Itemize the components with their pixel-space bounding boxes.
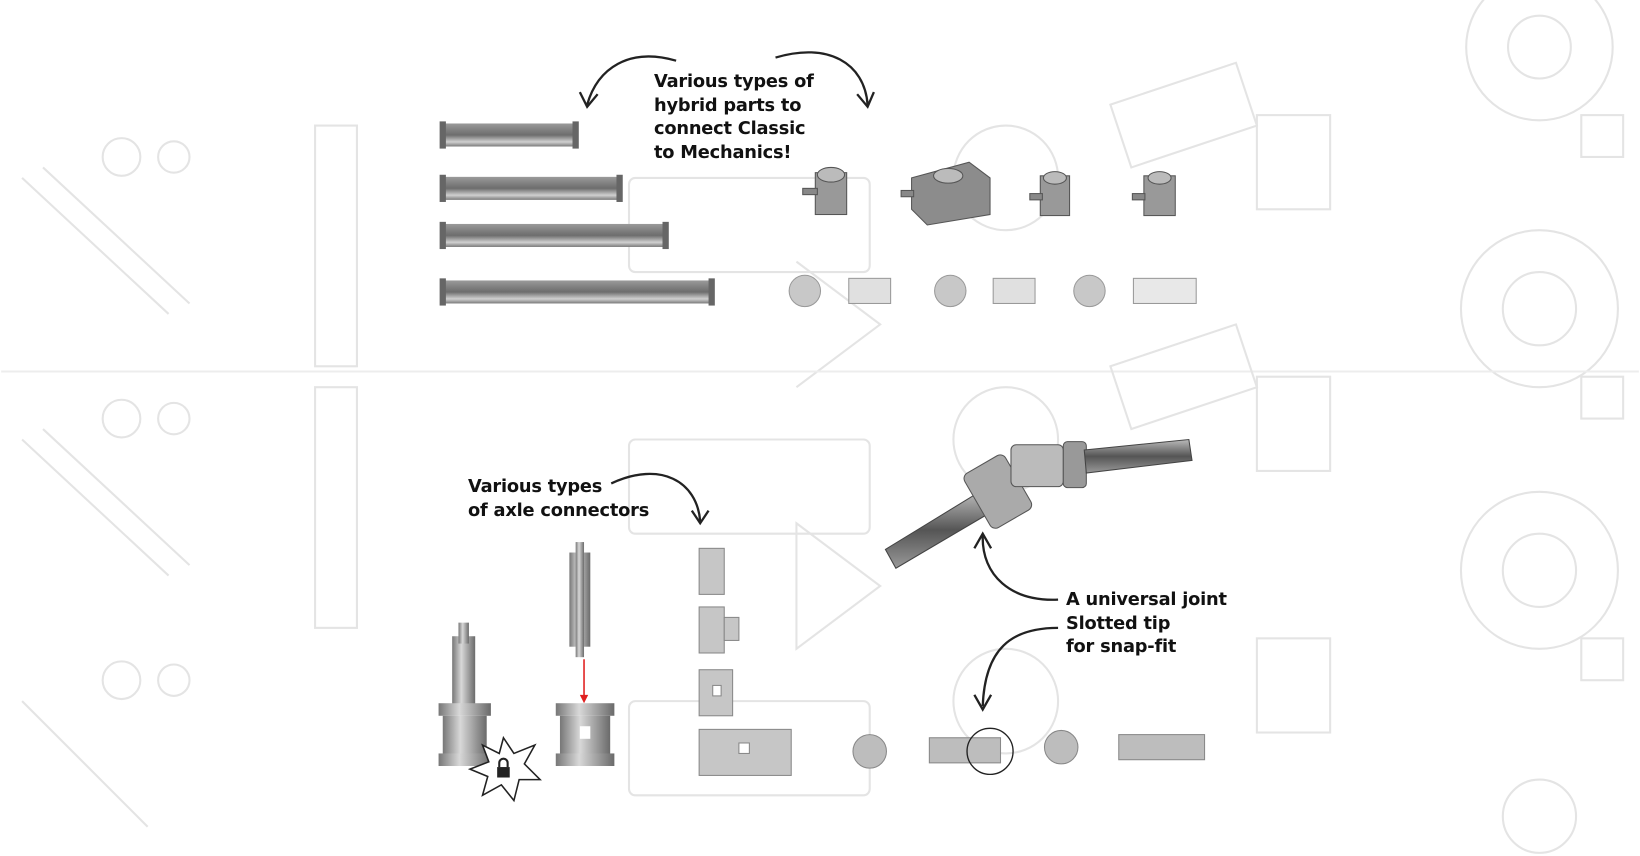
annotation-line: to Mechanics! bbox=[654, 141, 792, 163]
axle-insert-assembly bbox=[555, 542, 615, 767]
universal-joint bbox=[884, 438, 1193, 569]
annotation-line: connect Classic bbox=[654, 118, 806, 139]
annotation-line: of axle connectors bbox=[468, 499, 650, 521]
hybrid-small-parts bbox=[788, 274, 1197, 308]
annotation-line: for snap-fit bbox=[1066, 636, 1177, 657]
hybrid-rails bbox=[439, 121, 715, 306]
curved-arrow-left bbox=[578, 55, 677, 109]
axle-connector-arrow bbox=[610, 472, 710, 526]
annotation-line: Various types of bbox=[654, 71, 814, 92]
hybrid-parts-annotation: Various types of hybrid parts to connect… bbox=[654, 70, 814, 164]
annotation-line: A universal joint bbox=[1066, 589, 1227, 610]
curved-arrow-right bbox=[775, 51, 875, 109]
slotted-tip-parts bbox=[852, 727, 1206, 776]
hybrid-connector-blocks bbox=[802, 161, 1176, 226]
annotation-line: Slotted tip bbox=[1066, 612, 1171, 634]
axle-connectors-annotation: Various types of axle connectors bbox=[468, 475, 649, 522]
universal-joint-annotation: A universal joint Slotted tip for snap-f… bbox=[1066, 588, 1227, 659]
universal-joint-arrow bbox=[973, 531, 1059, 712]
locked-axle-assembly bbox=[438, 622, 542, 803]
annotation-line: Various types bbox=[468, 476, 603, 497]
annotation-line: hybrid parts to bbox=[654, 94, 802, 116]
axle-connector-variants bbox=[698, 547, 792, 776]
